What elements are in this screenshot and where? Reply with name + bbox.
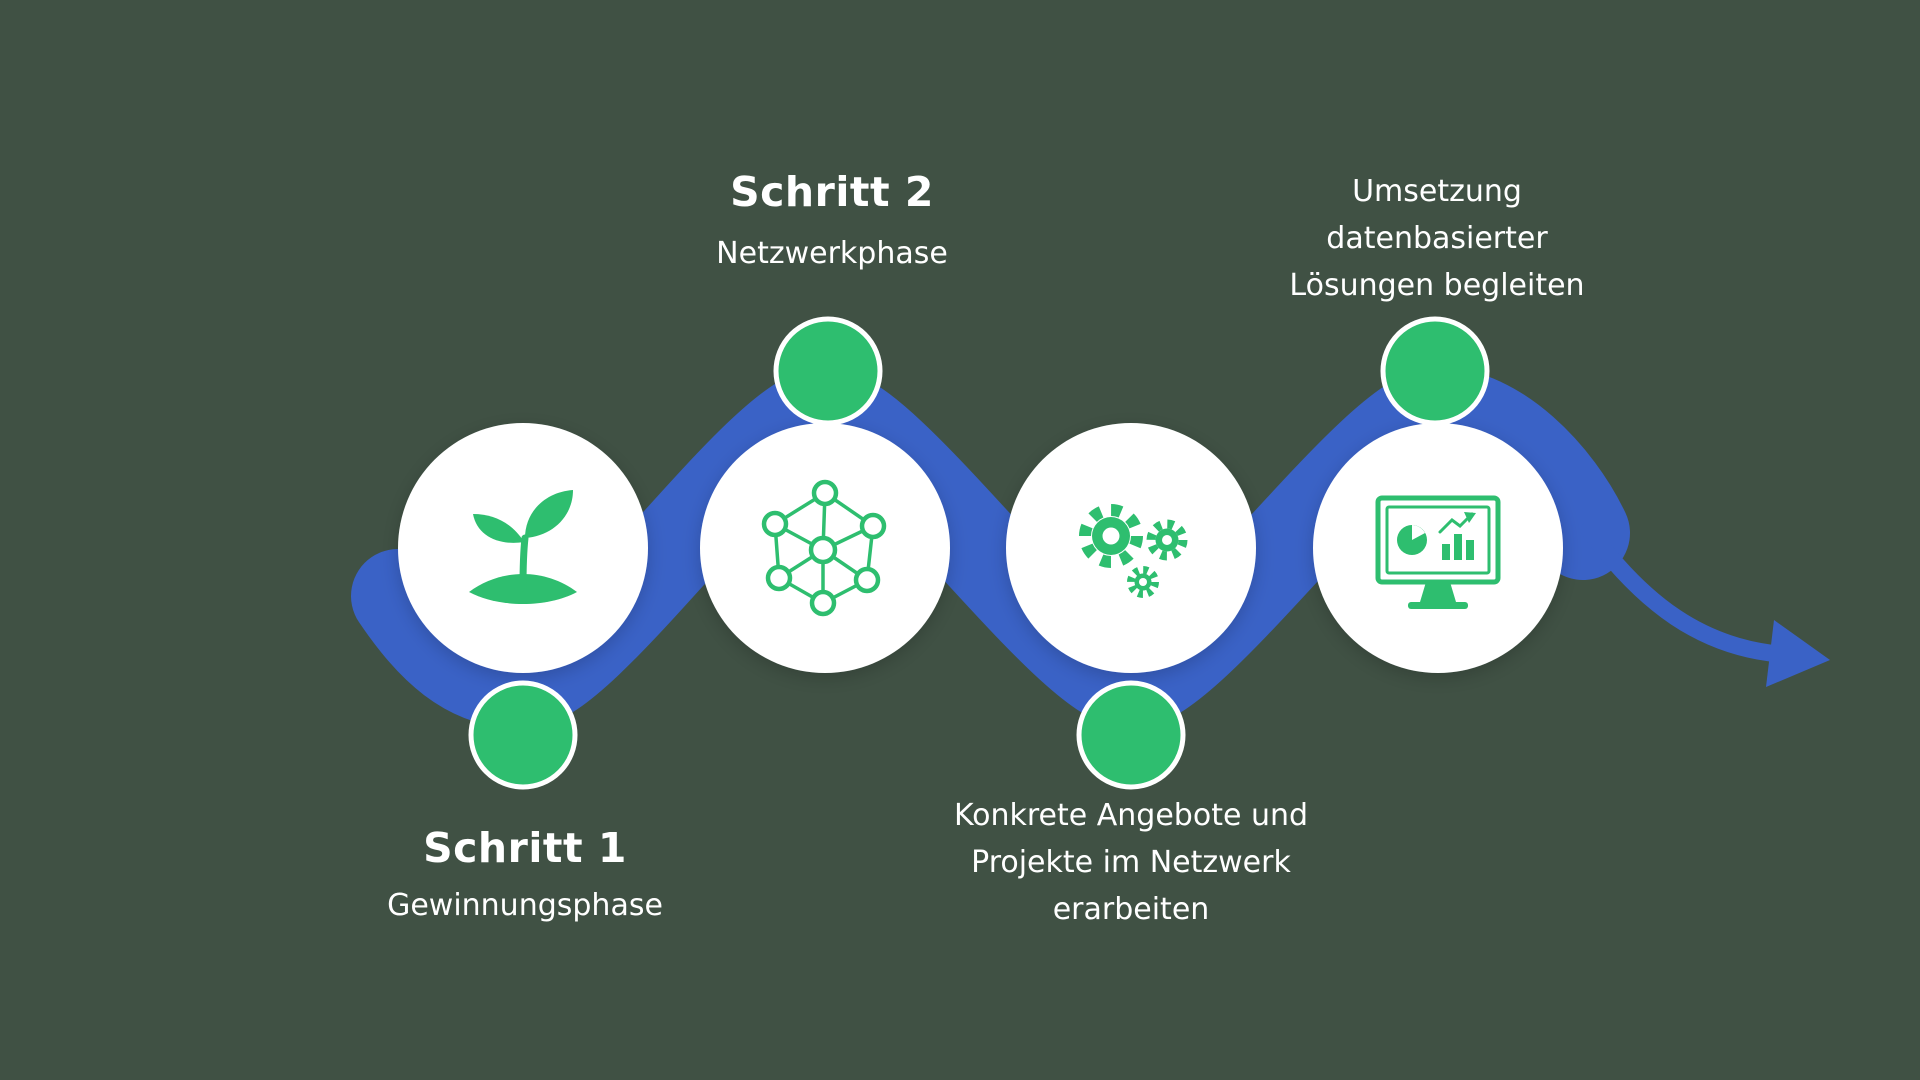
step-3-line-3: erarbeiten [1052, 892, 1210, 927]
sprout-icon [469, 490, 577, 604]
step-1-subtitle: Gewinnungsphase [387, 888, 663, 923]
step-1-label: Schritt 1 Gewinnungsphase [387, 824, 663, 929]
step-circle-3 [1006, 423, 1256, 673]
flow-arrow-curve [1580, 521, 1779, 662]
step-circle-4 [1313, 423, 1563, 673]
step-4-line-1: Umsetzung [1352, 174, 1522, 209]
flow-arrow [1580, 521, 1830, 687]
step-marker-3 [1076, 680, 1186, 790]
step-3-label: Konkrete Angebote und Projekte im Netzwe… [954, 792, 1308, 933]
step-3-line-1: Konkrete Angebote und [953, 798, 1309, 833]
dashboard-icon [1375, 495, 1501, 609]
step-marker-1 [468, 680, 578, 790]
step-marker-4 [1380, 316, 1490, 426]
step-4-label: Umsetzung datenbasierter Lösungen beglei… [1289, 168, 1584, 309]
gears-icon [1079, 504, 1188, 598]
step-2-subtitle: Netzwerkphase [716, 236, 948, 271]
step-2-title: Schritt 2 [730, 168, 934, 216]
arrow-head-icon [1766, 620, 1830, 687]
step-marker-2 [773, 316, 883, 426]
network-icon [761, 479, 887, 617]
step-2-label: Schritt 2 Netzwerkphase [716, 168, 948, 277]
step-1-title: Schritt 1 [423, 824, 627, 872]
step-4-line-3: Lösungen begleiten [1289, 268, 1585, 303]
step-3-line-2: Projekte im Netzwerk [971, 845, 1291, 880]
step-4-line-2: datenbasierter [1326, 221, 1548, 256]
